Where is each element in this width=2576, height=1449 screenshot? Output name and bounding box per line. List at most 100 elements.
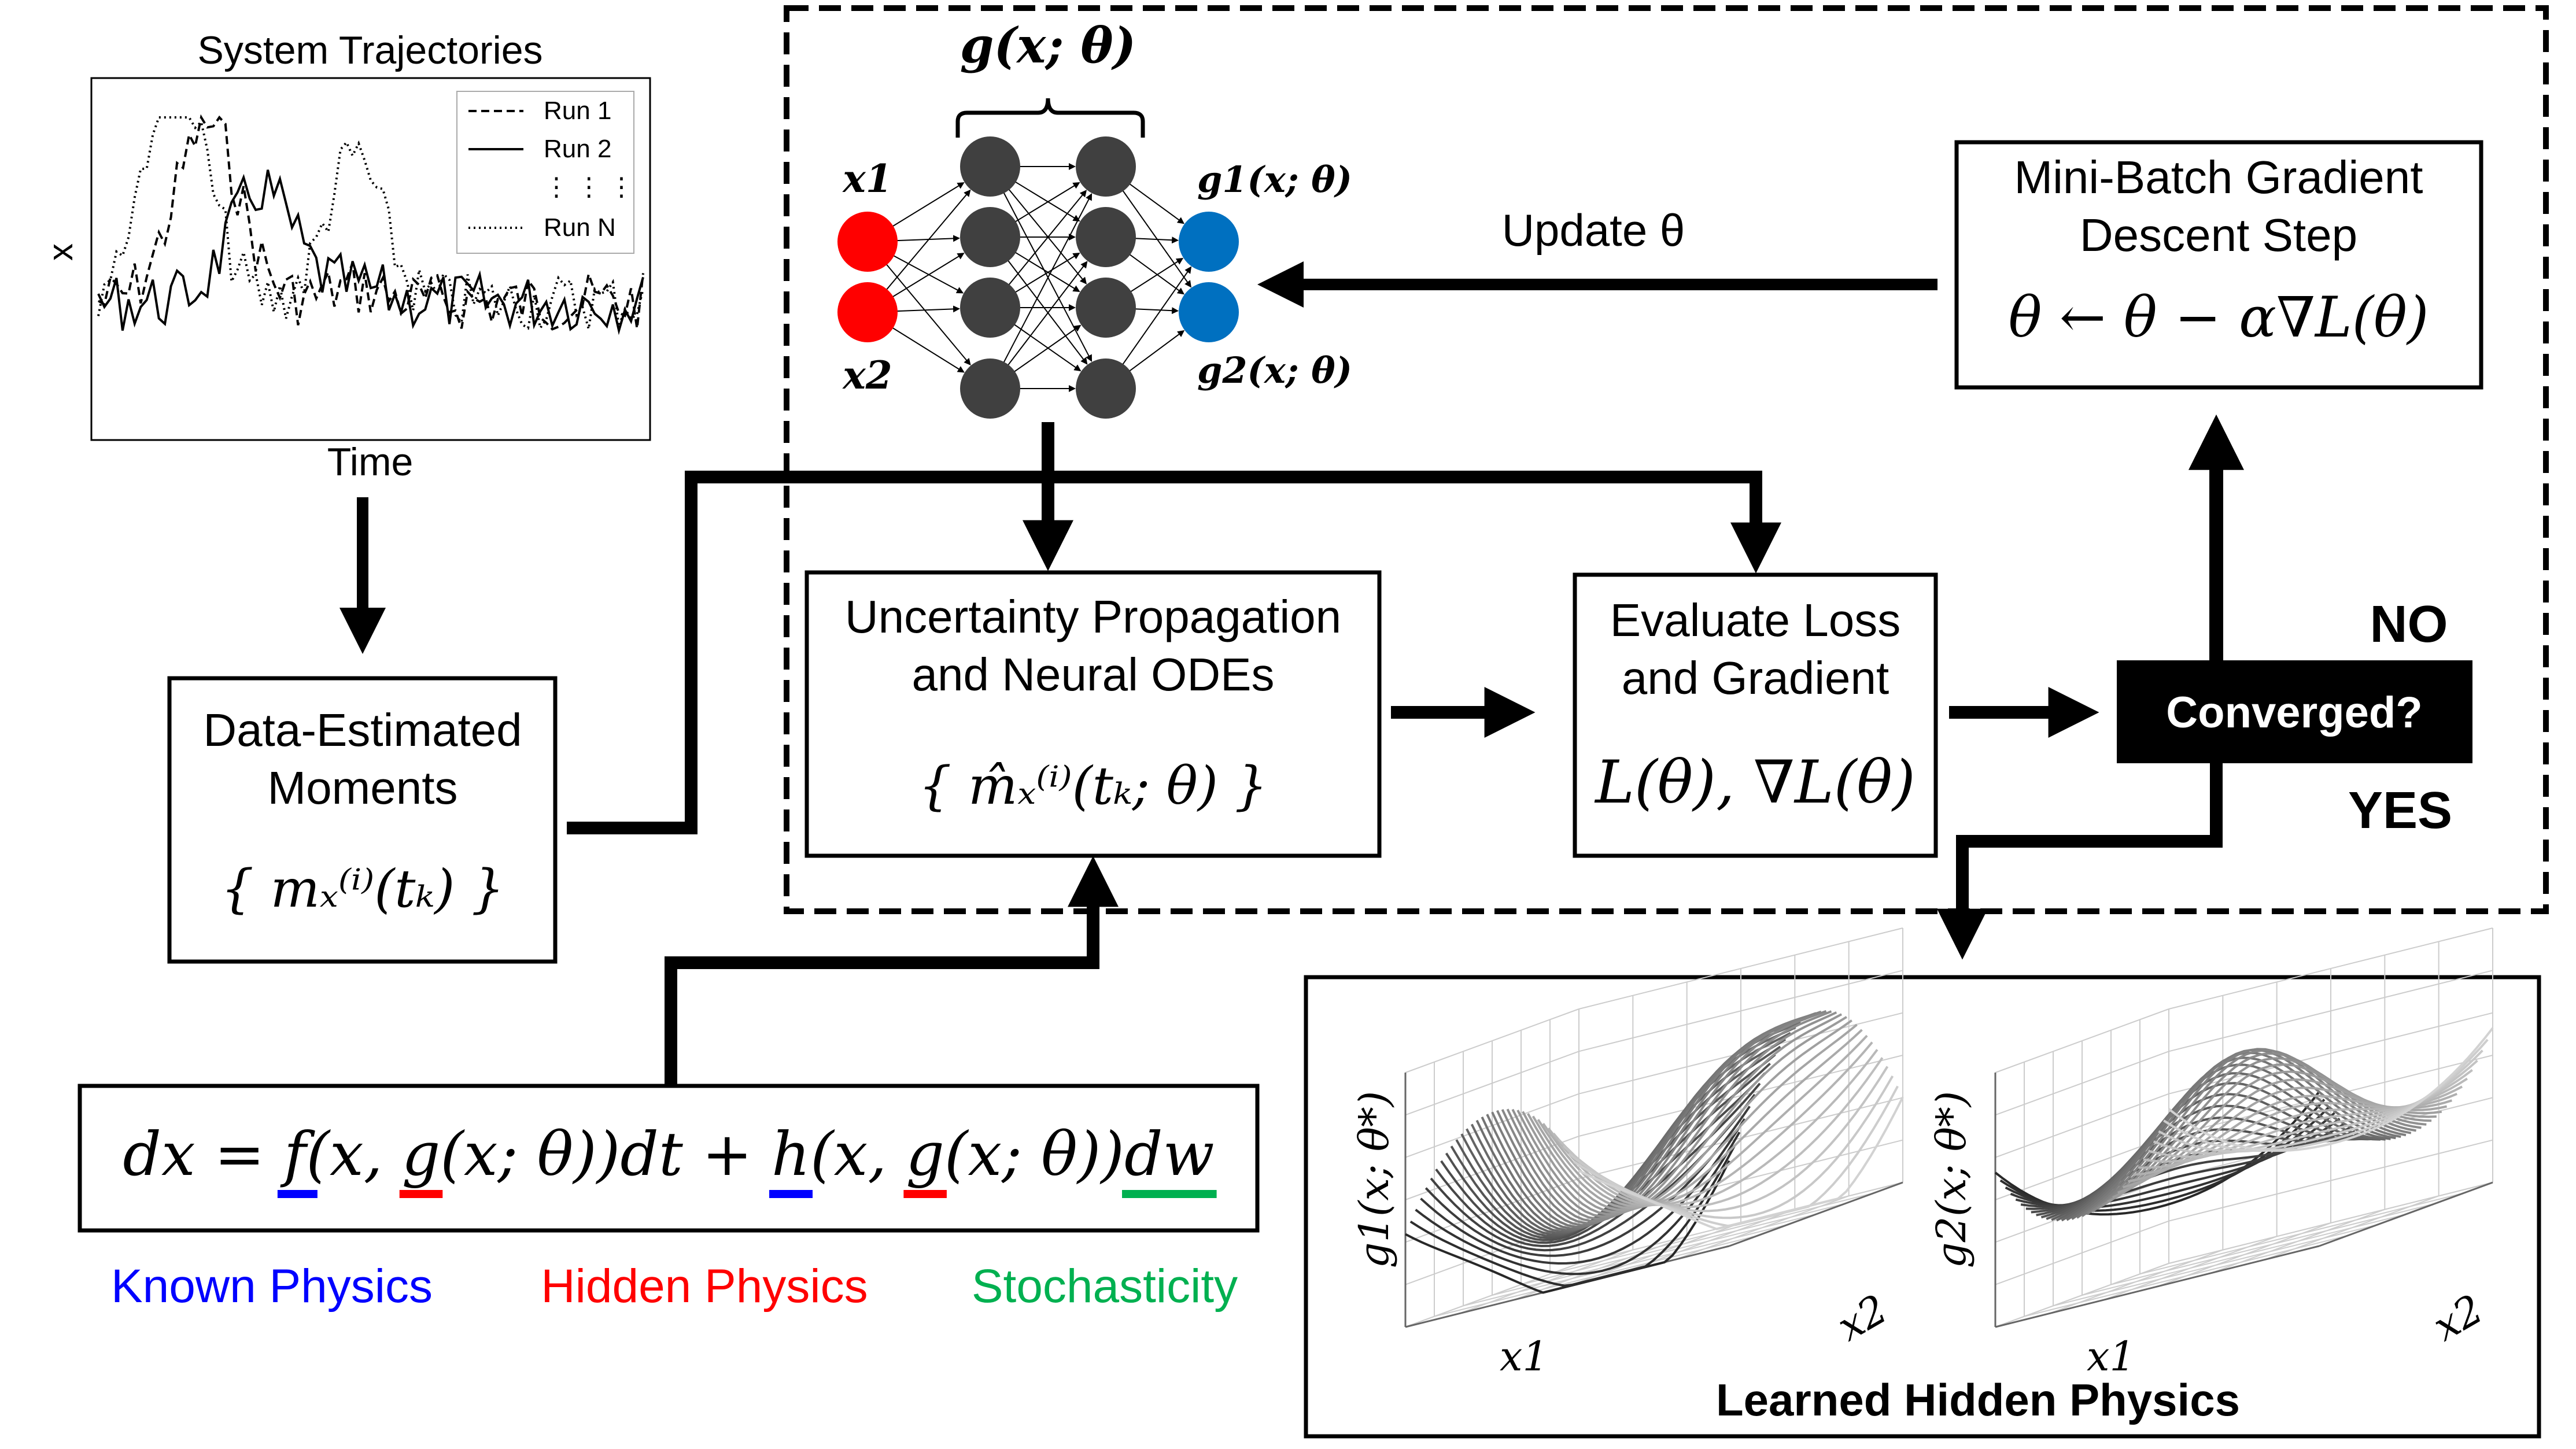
- update-theta-label: Update θ: [1502, 205, 1685, 256]
- sde-part-g2: g: [906, 1119, 944, 1189]
- trajectory-line: [97, 114, 644, 331]
- trajectories-xlabel: Time: [327, 440, 414, 484]
- surface-axis-line: [2168, 1182, 2493, 1264]
- input-label-x1: x1: [842, 156, 892, 201]
- sde-underlines: [277, 1190, 1217, 1198]
- surface-contour: [1537, 1029, 1863, 1208]
- surface-plot-g1: [1404, 927, 1904, 1328]
- propagation-box: Uncertainty Propagation and Neural ODEs …: [804, 570, 1382, 858]
- surface-contour: [2168, 1027, 2494, 1152]
- gradient-step-line2: Descent Step: [2080, 209, 2357, 261]
- legend-label-runN: Run N: [544, 213, 616, 242]
- input-node: [837, 212, 898, 272]
- trajectories-ylabel: x: [41, 243, 80, 261]
- moments-line1: Data-Estimated: [203, 704, 522, 756]
- surfaces-frame: [1304, 975, 2541, 1439]
- surface-axis-line: [1405, 1008, 1579, 1073]
- surface-contour: [1527, 1019, 1852, 1211]
- legend-stochasticity: Stochasticity: [972, 1260, 1238, 1313]
- loss-line2: and Gradient: [1622, 652, 1889, 704]
- hidden-node: [1076, 207, 1136, 267]
- surface-axis-line: [2265, 1195, 2440, 1261]
- sde-part-h: h: [772, 1119, 810, 1189]
- sde-box: dx = f(x, g(x; θ))dt + h(x, g(x; θ))dw: [77, 1084, 1260, 1233]
- trajectory-lines: [97, 114, 644, 335]
- trajectories-panel: System Trajectories x Time Run 1 Run 2 ⋮…: [41, 28, 651, 484]
- surface-left-xlabel: x1: [1500, 1333, 1548, 1380]
- surface-axis-line: [1578, 927, 1903, 1010]
- surface-contour: [1506, 1010, 1832, 1221]
- sde-underline: [903, 1190, 947, 1198]
- surfaces-caption: Learned Hidden Physics: [1716, 1374, 2240, 1425]
- surface-contour: [1409, 1145, 1736, 1287]
- surface-contour: [1501, 1010, 1827, 1222]
- loss-frame: [1573, 572, 1938, 858]
- surface-axis-line: [2168, 927, 2493, 1010]
- surface-contour: [1522, 1016, 1847, 1214]
- surface-contour: [1424, 1106, 1751, 1257]
- surface-axis-line: [1995, 1245, 2320, 1328]
- surface-contour: [1511, 1011, 1837, 1218]
- legend-box: [456, 91, 634, 254]
- yes-to-surfaces-line: [1956, 763, 2223, 914]
- legend-label-run2: Run 2: [544, 135, 611, 163]
- sde-part-0: dx =: [123, 1119, 283, 1189]
- network-brace: [955, 98, 1145, 138]
- sde-part-6: (x,: [810, 1119, 906, 1189]
- surfaces-panel: g1(x; θ*) x1 x2 g2(x; θ*) x1 x2 Learned …: [1304, 927, 2541, 1439]
- surface-contour: [1542, 1034, 1868, 1207]
- sde-equation: dx = f(x, g(x; θ))dt + h(x, g(x; θ))dw: [123, 1119, 1214, 1189]
- legend-label-run1: Run 1: [544, 97, 611, 125]
- gradient-step-line1: Mini-Batch Gradient: [2014, 151, 2423, 203]
- gradient-step-frame: [1954, 140, 2483, 390]
- output-label-g1: g1(x; θ): [1197, 158, 1352, 201]
- propagation-formula: { m̂ₓ⁽ⁱ⁾(tₖ; θ) }: [918, 756, 1268, 816]
- hidden-node: [1076, 358, 1136, 419]
- loss-line1: Evaluate Loss: [1610, 594, 1901, 646]
- converged-label: Converged?: [2166, 688, 2422, 737]
- legend-known-physics: Known Physics: [111, 1260, 433, 1313]
- hidden-node: [960, 358, 1020, 419]
- surface-axis-line: [1995, 1008, 2169, 1073]
- surface-plot-g2: [1994, 927, 2494, 1328]
- surface-contour: [1531, 1023, 1858, 1210]
- network-title: g(x; θ): [960, 17, 1136, 74]
- training-loop-frame: [784, 5, 2549, 914]
- sde-underline: [277, 1190, 318, 1198]
- sde-underline: [399, 1190, 443, 1198]
- legend-hidden-physics: Hidden Physics: [541, 1260, 868, 1313]
- moments-feed-line: [567, 471, 1762, 834]
- propagation-line2: and Neural ODEs: [912, 649, 1275, 700]
- surface-contour: [1516, 1013, 1843, 1216]
- legend-ellipsis: ⋮ ⋮ ⋮: [544, 173, 634, 201]
- surface-right-xlabel: x1: [2087, 1333, 2135, 1380]
- surface-contour: [1496, 1010, 1822, 1225]
- output-node: [1179, 212, 1239, 272]
- hidden-node: [960, 136, 1020, 197]
- moments-line2: Moments: [268, 762, 458, 814]
- converged-box: Converged? NO YES: [2117, 596, 2472, 840]
- surface-contour: [1578, 1096, 1904, 1230]
- trajectory-line: [97, 169, 644, 335]
- surface-contour: [1405, 1160, 1730, 1294]
- hidden-node: [960, 278, 1020, 338]
- trajectories-legend: Run 1 Run 2 ⋮ ⋮ ⋮ Run N: [456, 91, 634, 254]
- hidden-node: [960, 207, 1020, 267]
- moments-formula: { mₓ⁽ⁱ⁾(tₖ) }: [221, 859, 505, 919]
- surface-contour: [1420, 1118, 1746, 1265]
- surface-axis-line: [1675, 1195, 1850, 1261]
- propagation-frame: [804, 570, 1382, 858]
- gradient-step-formula: θ ← θ − α∇L(θ): [2009, 285, 2429, 350]
- surface-contour: [1475, 1021, 1802, 1232]
- converged-frame: [2117, 660, 2472, 763]
- propagation-line1: Uncertainty Propagation: [845, 591, 1341, 642]
- loss-formula: L(θ), ∇L(θ): [1594, 748, 1916, 817]
- sde-to-propagation-line: [665, 902, 1099, 1084]
- surface-left-zlabel: g1(x; θ*): [1350, 1091, 1398, 1268]
- sde-frame: [77, 1084, 1260, 1233]
- gradient-step-box: Mini-Batch Gradient Descent Step θ ← θ −…: [1954, 140, 2483, 390]
- converged-no: NO: [2370, 596, 2448, 653]
- sde-part-g1: g: [402, 1119, 441, 1189]
- network-nodes: [837, 136, 1239, 419]
- loss-box: Evaluate Loss and Gradient L(θ), ∇L(θ): [1573, 572, 1938, 858]
